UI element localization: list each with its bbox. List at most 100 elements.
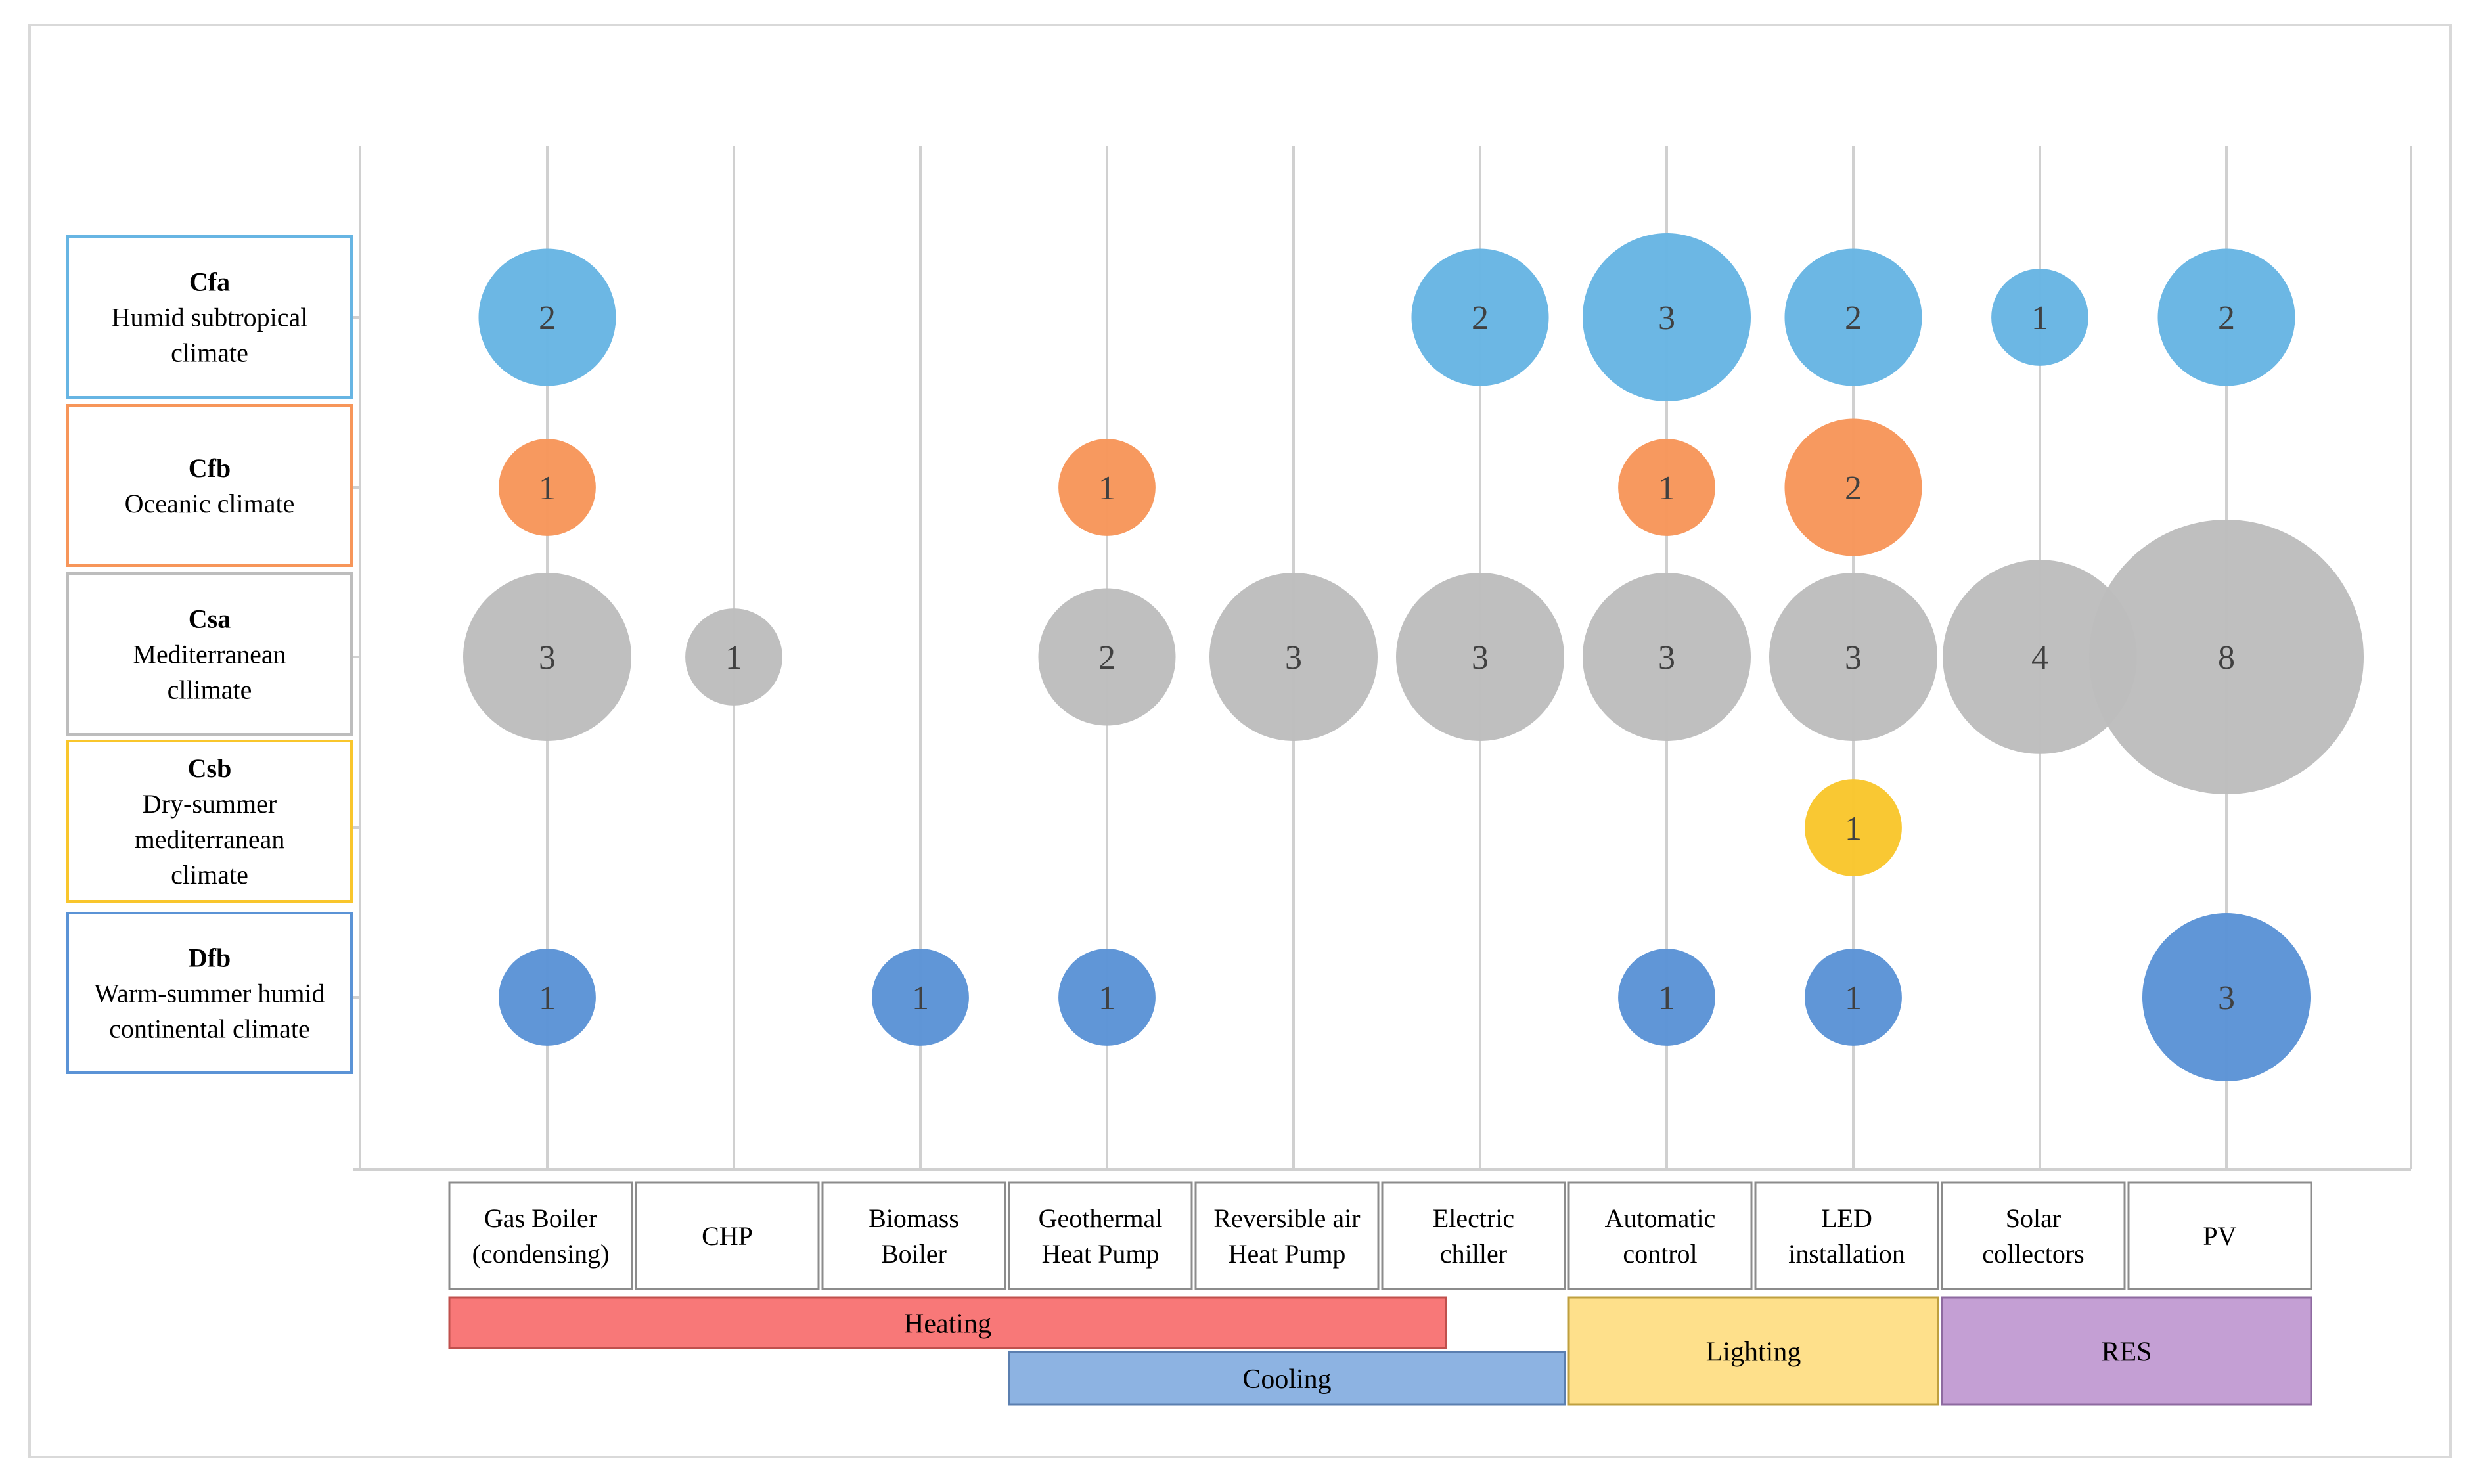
bubble	[872, 949, 969, 1046]
row-name-label: mediterranean	[135, 824, 285, 854]
row-label-box	[66, 912, 353, 1074]
bubble	[1038, 588, 1176, 726]
bubble	[499, 949, 596, 1046]
category-label: Boiler	[881, 1239, 947, 1269]
category-label-box	[1567, 1181, 1753, 1290]
bubble-value-label: 2	[539, 300, 556, 337]
bubble-value-label: 1	[1098, 979, 1116, 1017]
category-label: Electric	[1433, 1203, 1514, 1233]
bubble	[499, 439, 596, 536]
category-label: Gas Boiler	[484, 1203, 597, 1233]
bubble	[1769, 573, 1937, 741]
category-label-box	[1194, 1181, 1380, 1290]
bubble	[1618, 439, 1715, 536]
bubble	[1058, 439, 1156, 536]
category-label: (condensing)	[472, 1239, 610, 1269]
bubble-value-label: 1	[725, 639, 742, 677]
bubble	[1583, 233, 1751, 401]
bubble-value-label: 3	[539, 639, 556, 677]
bubble	[1583, 573, 1751, 741]
row-code-label: Csa	[189, 604, 231, 634]
group-bar	[1941, 1296, 2312, 1406]
group-label: Cooling	[1242, 1364, 1331, 1395]
category-label: installation	[1788, 1239, 1905, 1269]
group-label: Heating	[904, 1309, 991, 1339]
category-label: collectors	[1982, 1239, 2085, 1269]
category-label-box	[1008, 1181, 1193, 1290]
category-label-box	[2127, 1181, 2312, 1290]
bubble-value-label: 2	[1845, 300, 1862, 337]
category-label: Heat Pump	[1229, 1239, 1346, 1269]
bubble-value-label: 4	[2031, 639, 2048, 677]
bubble-value-label: 1	[1845, 979, 1862, 1017]
bubble-value-label: 3	[1845, 639, 1862, 677]
category-label: Geothermal	[1039, 1203, 1163, 1233]
category-label-box	[821, 1181, 1006, 1290]
category-label: PV	[2203, 1221, 2236, 1251]
bubble	[1396, 573, 1564, 741]
row-label-box	[66, 572, 353, 736]
category-label-box	[635, 1181, 820, 1290]
bubble	[1209, 573, 1378, 741]
row-name-label: Mediterranean	[133, 640, 286, 669]
bubble-value-label: 2	[2218, 300, 2235, 337]
category-label-box	[448, 1181, 633, 1290]
bubble-value-label: 3	[2218, 979, 2235, 1017]
row-label-box	[66, 740, 353, 903]
category-label: Solar	[2006, 1203, 2061, 1233]
bubble	[1805, 949, 1902, 1046]
bubble	[1618, 949, 1715, 1046]
bubble	[685, 608, 782, 706]
category-label: Biomass	[868, 1203, 959, 1233]
bubble-value-label: 1	[1098, 470, 1116, 507]
group-bar	[1567, 1296, 1939, 1406]
bubble-value-label: 1	[1845, 810, 1862, 847]
row-name-label: cllimate	[168, 675, 252, 705]
row-name-label: climate	[171, 338, 248, 368]
row-name-label: Oceanic climate	[125, 489, 295, 518]
category-label: LED	[1821, 1203, 1872, 1233]
category-label: control	[1623, 1239, 1697, 1269]
bubble-value-label: 3	[1658, 300, 1675, 337]
category-label: chiller	[1440, 1239, 1507, 1269]
row-name-label: Humid subtropical	[112, 303, 308, 332]
bubble-value-label: 2	[1472, 300, 1489, 337]
category-labels: Gas Boiler(condensing)CHPBiomassBoilerGe…	[448, 1181, 2312, 1290]
row-name-label: climate	[171, 860, 248, 889]
bubble-value-label: 1	[912, 979, 929, 1017]
bubble	[1411, 248, 1549, 386]
bubble-value-label: 3	[1472, 639, 1489, 677]
row-code-label: Cfb	[189, 453, 231, 483]
bubble-value-label: 1	[2031, 300, 2048, 337]
bubble-value-label: 2	[1098, 639, 1116, 677]
category-label: Reversible air	[1213, 1203, 1360, 1233]
group-label: RES	[2101, 1338, 2152, 1368]
group-bar	[448, 1296, 1447, 1349]
category-label: Heat Pump	[1042, 1239, 1160, 1269]
bubble	[2157, 248, 2295, 386]
category-label: Automatic	[1605, 1203, 1716, 1233]
row-code-label: Dfb	[189, 943, 231, 973]
bubble	[1991, 269, 2088, 366]
row-name-label: continental climate	[109, 1014, 309, 1044]
bubble	[2142, 913, 2311, 1081]
row-label-box	[66, 404, 353, 567]
row-code-label: Cfa	[189, 267, 230, 297]
row-label-box	[66, 235, 353, 399]
bubble-value-label: 1	[1658, 979, 1675, 1017]
bubble	[1058, 949, 1156, 1046]
group-label: Lighting	[1706, 1338, 1801, 1368]
bubble-value-label: 8	[2218, 639, 2235, 677]
bubble	[1805, 779, 1902, 876]
row-name-label: Warm-summer humid	[94, 979, 325, 1008]
bubble-value-label: 2	[1845, 470, 1862, 507]
bubble-value-label: 1	[539, 470, 556, 507]
bubble-value-label: 1	[1658, 470, 1675, 507]
category-label-box	[1941, 1181, 2126, 1290]
category-label-box	[1754, 1181, 1939, 1290]
row-code-label: Csb	[188, 753, 232, 783]
